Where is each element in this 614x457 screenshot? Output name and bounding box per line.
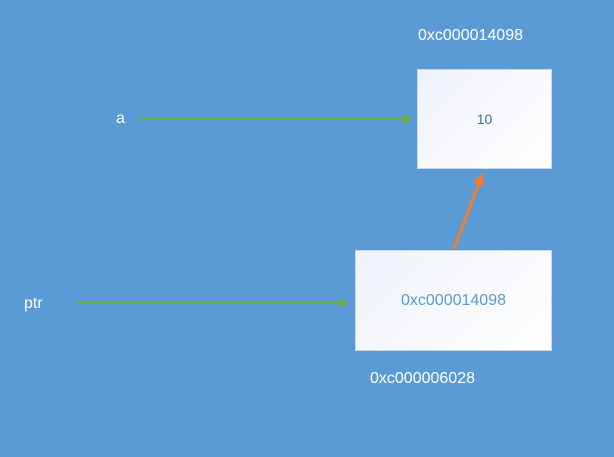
variable-label-ptr: ptr [24,295,43,312]
pointer-arrow [452,173,485,250]
value-a: 10 [476,111,493,127]
memory-box-ptr: 0xc000014098 [355,250,552,351]
variable-label-a: a [116,110,125,127]
address-label-ptr: 0xc000006028 [370,370,475,387]
memory-box-a: 10 [417,69,552,169]
address-label-a: 0xc000014098 [418,27,523,44]
value-ptr: 0xc000014098 [401,291,506,309]
